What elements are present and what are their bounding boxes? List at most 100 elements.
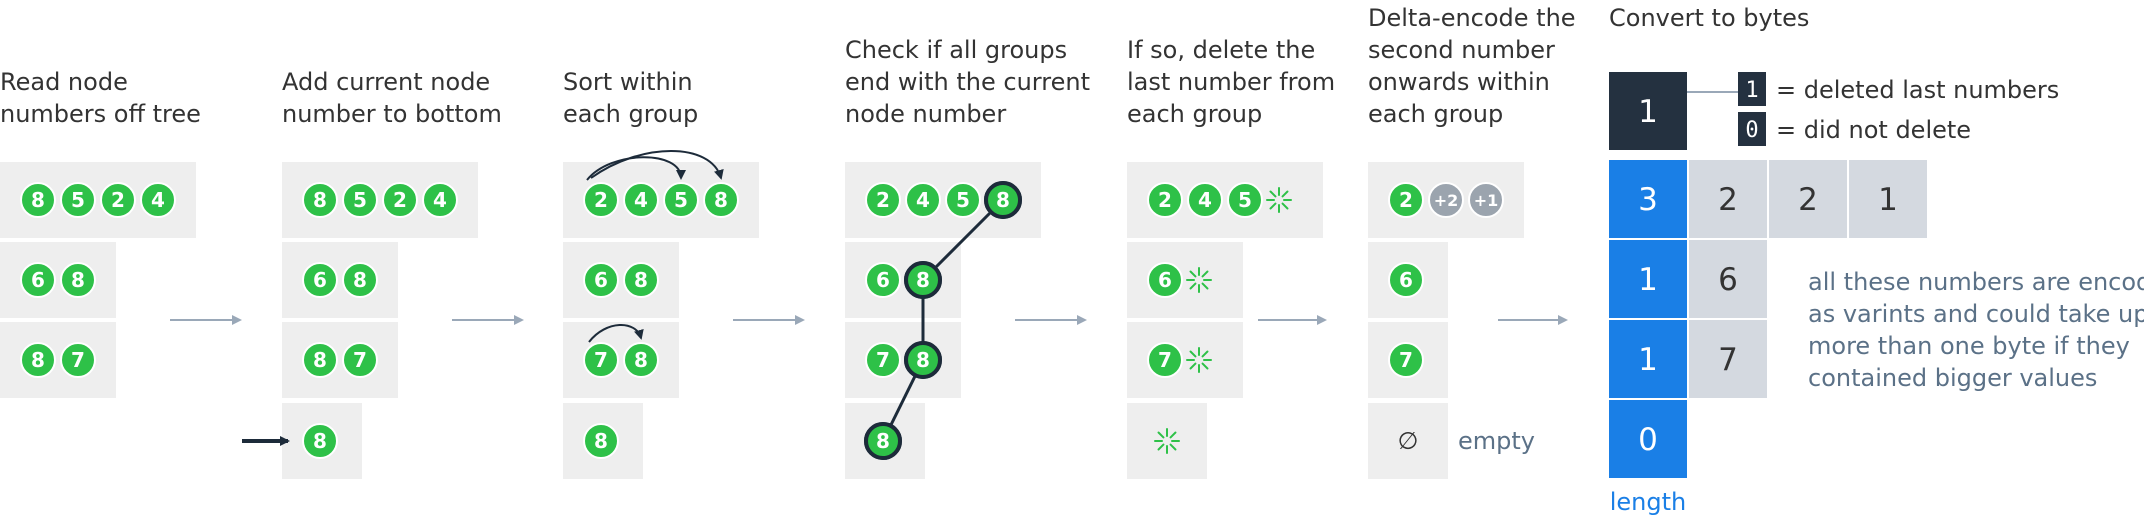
node-number (382, 182, 418, 218)
length-value: 1 (1638, 262, 1658, 298)
delta-badge (1428, 182, 1464, 218)
length-value: 3 (1638, 182, 1658, 218)
node-number (60, 182, 96, 218)
node-number-label: 8 (31, 348, 45, 372)
node-number-label: 5 (956, 188, 970, 212)
step-6: Delta-encode the second number onwards wit… (1368, 4, 1576, 479)
node-number-label: +2 (1434, 191, 1459, 210)
node-number (1388, 342, 1424, 378)
node-number (20, 182, 56, 218)
length-value: 1 (1638, 342, 1658, 378)
node-number-label: 2 (1158, 188, 1172, 212)
node-number-label: 7 (353, 348, 367, 372)
value-number: 2 (1718, 182, 1738, 218)
node-number (140, 182, 176, 218)
length-label: length (1610, 488, 1687, 516)
node-number-label: 2 (1399, 188, 1413, 212)
node-number (1147, 182, 1183, 218)
value-number: 1 (1878, 182, 1898, 218)
node-number (302, 182, 338, 218)
node-number-label: 7 (876, 348, 890, 372)
node-number-label: 7 (594, 348, 608, 372)
step-title-line: Delta-encode the (1368, 4, 1576, 32)
group-box (0, 322, 116, 398)
group-box (1127, 242, 1243, 318)
node-number (865, 342, 901, 378)
step-title-line: Read node (0, 68, 128, 96)
step-title-line: each group (1368, 100, 1503, 128)
value-number: 2 (1798, 182, 1818, 218)
bytes-title: Convert to bytes (1609, 4, 1809, 32)
node-number (60, 262, 96, 298)
node-number-label: 6 (876, 268, 890, 292)
flag-cell (1609, 72, 1687, 150)
varint-note: contained bigger values (1808, 364, 2097, 392)
node-number (663, 182, 699, 218)
step-title-line: each group (563, 100, 698, 128)
group-box (1127, 403, 1207, 479)
varint-note: as varints and could take up (1808, 300, 2144, 328)
node-number-label: 4 (151, 188, 165, 212)
step-title-line: node number (845, 100, 1006, 128)
step-title-line: each group (1127, 100, 1262, 128)
step-title-line: onwards within (1368, 68, 1550, 96)
node-number-label: 5 (71, 188, 85, 212)
node-number (1187, 182, 1223, 218)
step-title-line: last number from (1127, 68, 1335, 96)
varint-note: more than one byte if they (1808, 332, 2130, 360)
node-number-label: 4 (1198, 188, 1212, 212)
group-box (282, 242, 398, 318)
sort-arrow (588, 324, 644, 343)
deleted-sparkle (1186, 267, 1212, 293)
node-number (60, 342, 96, 378)
node-number (1147, 262, 1183, 298)
length-value: 0 (1638, 422, 1658, 458)
group-box (1127, 322, 1243, 398)
node-number-label: 8 (353, 268, 367, 292)
node-number-label: 8 (714, 188, 728, 212)
node-number-label: 8 (313, 348, 327, 372)
node-number-label: 6 (1399, 268, 1413, 292)
node-number (583, 423, 619, 459)
node-number (623, 262, 659, 298)
node-number-label: 8 (71, 268, 85, 292)
node-number (342, 342, 378, 378)
node-number (583, 262, 619, 298)
node-number-label: 4 (634, 188, 648, 212)
node-number-label: 7 (1399, 348, 1413, 372)
sort-arrow (586, 156, 686, 181)
node-number (623, 342, 659, 378)
node-number-label: 2 (876, 188, 890, 212)
node-number (945, 182, 981, 218)
value-cell (1689, 160, 1767, 238)
node-number (20, 342, 56, 378)
length-cell (1609, 160, 1687, 238)
node-number (302, 262, 338, 298)
node-number-label: 5 (674, 188, 688, 212)
node-number (865, 182, 901, 218)
matched-node (984, 181, 1022, 219)
step-title-line: second number (1368, 36, 1555, 64)
node-number-label: 6 (1158, 268, 1172, 292)
value-cell (1769, 160, 1847, 238)
node-number (1388, 262, 1424, 298)
group-box (0, 242, 116, 318)
legend-symbol-box (1738, 112, 1766, 146)
node-number-label: 5 (1238, 188, 1252, 212)
length-cell (1609, 400, 1687, 478)
flag-value: 1 (1638, 94, 1658, 130)
value-cell (1849, 160, 1927, 238)
node-number (865, 262, 901, 298)
node-number (583, 182, 619, 218)
matched-node-label: 8 (916, 348, 930, 372)
